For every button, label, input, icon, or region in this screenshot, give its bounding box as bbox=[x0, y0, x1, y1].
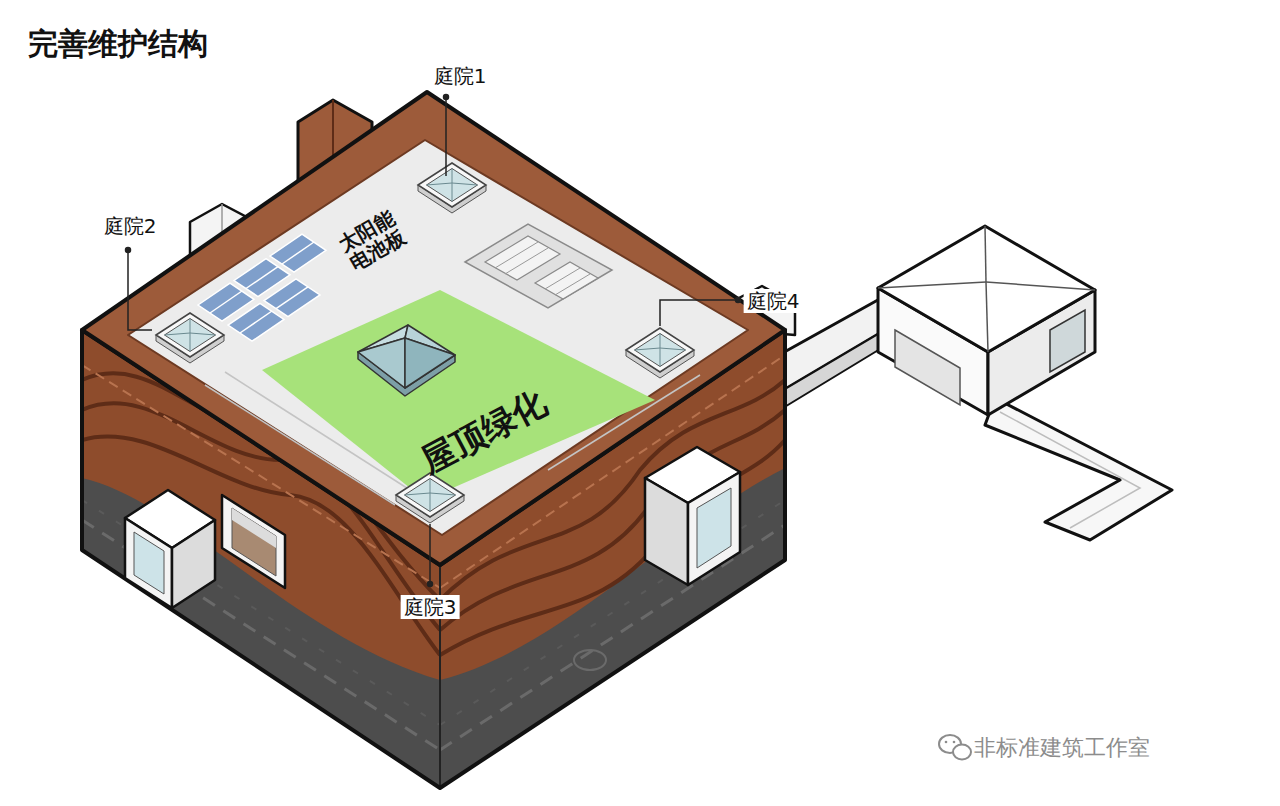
courtyard-skylights-part bbox=[418, 163, 486, 207]
wall-windows-part bbox=[688, 472, 740, 585]
solar-panels bbox=[198, 234, 326, 341]
solar-panels-part bbox=[264, 279, 320, 317]
stairs-structure-part bbox=[505, 248, 548, 274]
courtyard-skylights-part bbox=[635, 334, 686, 367]
stairs-structure-part bbox=[495, 242, 538, 268]
solar-panels-part bbox=[246, 267, 278, 289]
roof-part bbox=[128, 140, 748, 535]
courtyard-label: 庭院1 bbox=[431, 64, 490, 88]
wall-windows-part bbox=[222, 495, 285, 588]
leader-lines-part bbox=[445, 97, 447, 176]
wall-windows-part bbox=[125, 518, 172, 608]
wall-windows-part bbox=[232, 508, 276, 576]
wall-windows-part bbox=[645, 478, 688, 585]
stairs-structure-part bbox=[485, 236, 560, 280]
roof-part bbox=[82, 92, 785, 565]
brick-texture-part bbox=[440, 525, 785, 750]
stairs-structure-part bbox=[465, 224, 612, 308]
courtyard-skylights-part bbox=[635, 334, 686, 367]
leader-lines-part bbox=[126, 248, 131, 253]
wall-windows-part bbox=[134, 532, 164, 594]
solar-panels-part bbox=[276, 287, 308, 309]
tunnel-and-pavilion-part bbox=[1000, 412, 1140, 528]
tunnel-and-pavilion-part bbox=[985, 398, 1172, 540]
wall-windows-part bbox=[232, 508, 276, 548]
solar-panels-part bbox=[210, 291, 242, 313]
courtyard-skylights-part bbox=[156, 313, 224, 357]
wechat-icon-part bbox=[945, 741, 948, 744]
solar-panels-part bbox=[270, 234, 326, 272]
roof bbox=[82, 92, 785, 565]
glass-pyramid-part bbox=[358, 338, 405, 388]
wall-windows-part bbox=[697, 488, 731, 568]
wall-windows-part bbox=[172, 520, 215, 608]
tunnel-and-pavilion-part bbox=[895, 330, 960, 405]
courtyard-skylights-part bbox=[427, 169, 478, 202]
leader-lines-part bbox=[429, 524, 431, 584]
solar-panels-part bbox=[282, 242, 314, 264]
tunnel-and-pavilion-part bbox=[878, 226, 1095, 352]
courtyard-skylight-part bbox=[405, 479, 456, 512]
glass-pyramid-part bbox=[405, 338, 455, 388]
tunnel-and-pavilion-part bbox=[986, 282, 1095, 290]
courtyard-skylight-part bbox=[396, 473, 464, 517]
courtyard-skylights-part bbox=[165, 319, 216, 352]
wechat-icon-part bbox=[953, 741, 956, 744]
leader-lines-part bbox=[128, 250, 152, 330]
tunnel-and-pavilion-part bbox=[775, 330, 885, 411]
stairs-structure-part bbox=[545, 268, 580, 289]
courtyard-skylights-part bbox=[427, 169, 478, 202]
brick-texture-part bbox=[82, 500, 440, 725]
tunnel-and-pavilion-part bbox=[1050, 310, 1085, 372]
watermark: 非标准建筑工作室 bbox=[971, 735, 1153, 761]
glass-pyramid bbox=[358, 325, 455, 396]
courtyard-skylights-part bbox=[165, 319, 216, 352]
leader-lines-part bbox=[444, 95, 449, 100]
solar-panels-part bbox=[240, 311, 272, 333]
wechat-icon bbox=[939, 735, 971, 760]
leader-lines-part bbox=[428, 582, 433, 587]
stairs-structure bbox=[465, 224, 612, 308]
leader-lines bbox=[126, 95, 741, 587]
courtyard-skylight-part bbox=[405, 479, 456, 512]
courtyard-skylights-part bbox=[626, 328, 694, 372]
tunnel-and-pavilion-part bbox=[986, 282, 988, 352]
courtyard-skylight bbox=[396, 473, 464, 523]
leader-lines-part bbox=[736, 298, 741, 303]
courtyard-label: 庭院4 bbox=[744, 289, 803, 313]
courtyard-label: 庭院2 bbox=[101, 214, 160, 238]
roof-green-area: 屋顶绿化 bbox=[262, 290, 655, 500]
diagram-title: 完善维护结构 bbox=[28, 26, 208, 62]
courtyard-label: 庭院3 bbox=[401, 595, 460, 619]
tunnel-and-pavilion bbox=[770, 226, 1172, 540]
brick-texture-part bbox=[574, 650, 606, 670]
part-label: 太阳能 电池板 bbox=[331, 203, 414, 276]
wechat-icon-part bbox=[953, 745, 971, 760]
stairs-structure-part bbox=[535, 262, 598, 299]
leader-lines-part bbox=[660, 300, 738, 326]
tunnel-and-pavilion-part bbox=[878, 282, 986, 288]
stairs-structure-part bbox=[555, 274, 590, 295]
tunnel-and-pavilion-part bbox=[985, 226, 986, 282]
green-area-fill bbox=[262, 290, 655, 500]
